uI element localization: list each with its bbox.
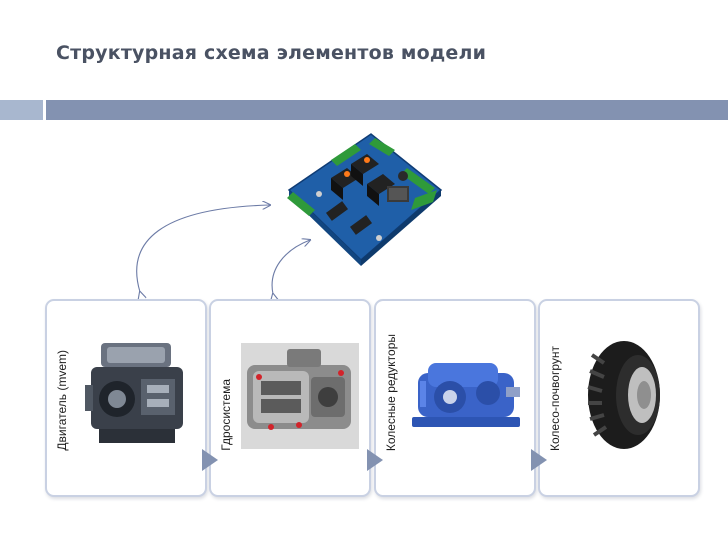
gear-reducer-image	[406, 337, 524, 455]
header-bar-accent-right	[46, 100, 728, 120]
header-bar-accent-left	[0, 100, 43, 120]
flow-arrow-2	[367, 449, 383, 471]
block-reducers: Колесные редукторы	[374, 299, 536, 497]
block-engine: Двигатель (mvem)	[45, 299, 207, 497]
block-wheel-soil-label: Колесо-почвогрунт	[548, 346, 562, 451]
hydraulic-pump-image	[241, 343, 359, 449]
engine-image	[77, 337, 195, 455]
slide-title: Структурная схема элементов модели	[56, 42, 487, 64]
block-engine-label: Двигатель (mvem)	[55, 350, 69, 451]
tire-image	[570, 337, 688, 455]
block-wheel-soil: Колесо-почвогрунт	[538, 299, 700, 497]
flow-arrow-3	[531, 449, 547, 471]
block-reducers-label: Колесные редукторы	[384, 333, 398, 451]
block-hydraulics-label: Гдросистема	[219, 379, 233, 451]
block-hydraulics: Гдросистема	[209, 299, 371, 497]
controller-board-image	[287, 133, 443, 266]
flow-arrow-1	[202, 449, 218, 471]
